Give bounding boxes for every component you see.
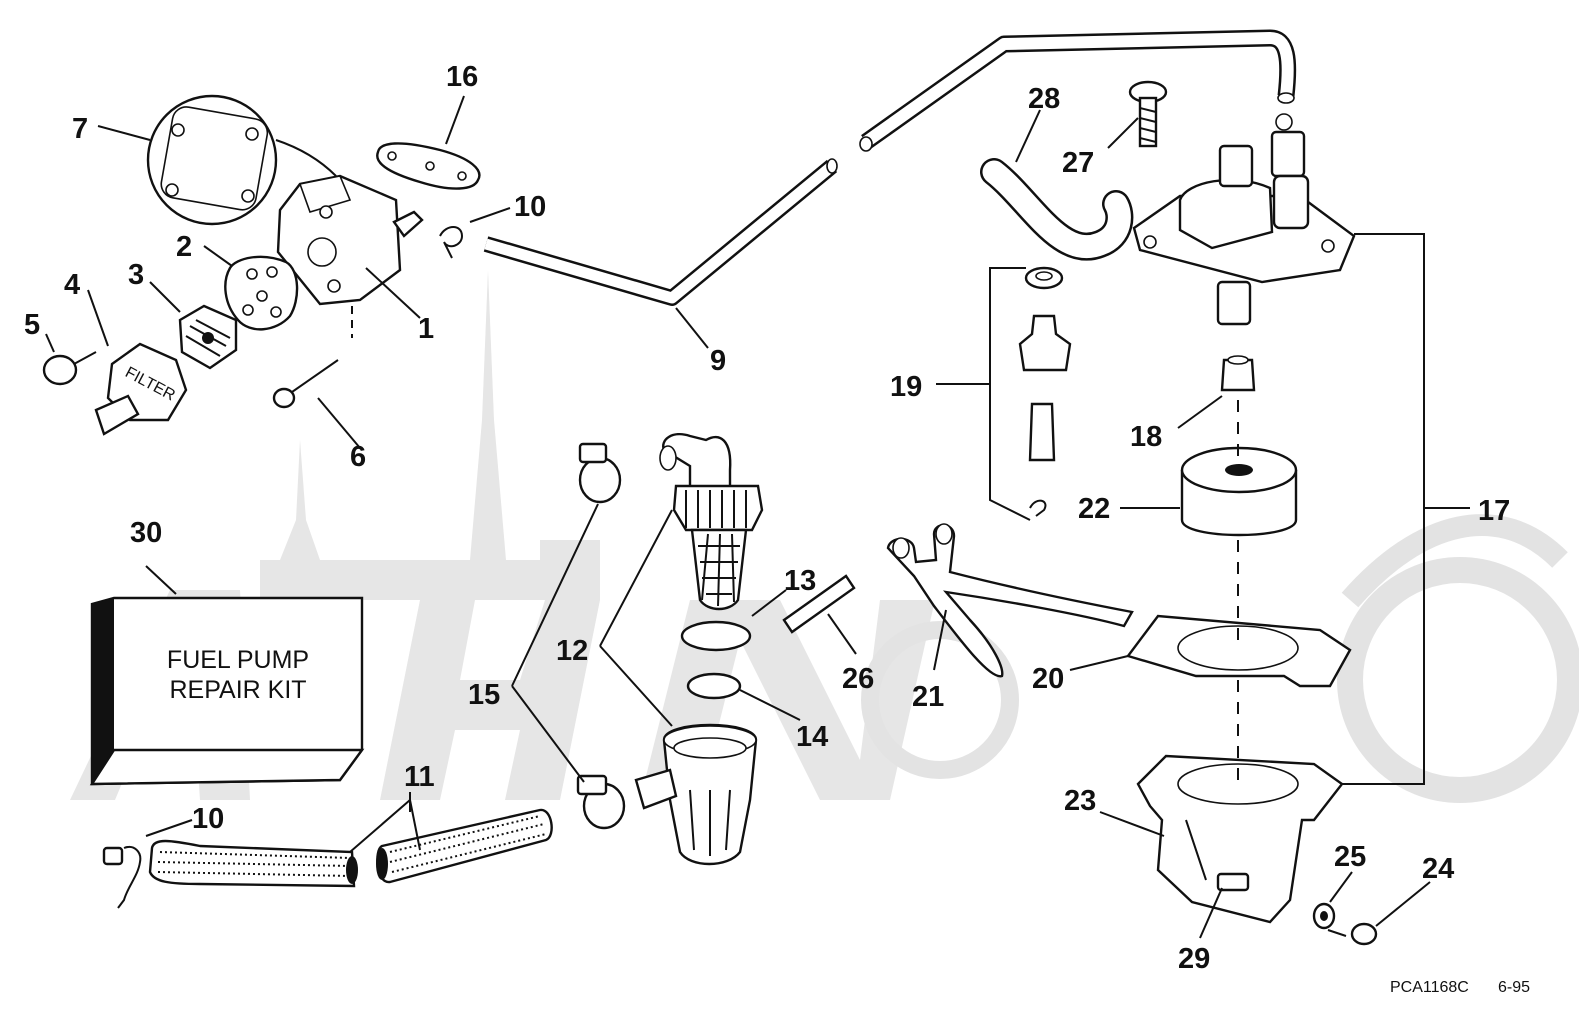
drawing-date: 6-95 xyxy=(1498,979,1530,996)
part-2-valve-plate xyxy=(224,255,299,331)
part-23-float-bowl xyxy=(1136,754,1344,924)
part-27-screw xyxy=(1128,80,1168,148)
part-6-bolt xyxy=(272,359,339,409)
top-hose xyxy=(859,29,1297,152)
part-26-pin xyxy=(782,574,856,634)
part-4-filter-cover: FILTER xyxy=(94,342,188,436)
part-9-hose xyxy=(483,158,838,306)
drawing-code: PCA1168C xyxy=(1390,979,1469,996)
part-12-filter-assembly xyxy=(634,433,764,866)
part-15-clamp-top xyxy=(578,442,622,504)
part-3-screen xyxy=(178,304,238,370)
callout-11: 11 xyxy=(404,761,435,793)
callout-4: 4 xyxy=(64,269,80,301)
part-10-clip-bottom xyxy=(102,846,142,909)
kit-label-line2: REPAIR KIT xyxy=(169,676,306,704)
callout-22: 22 xyxy=(1078,493,1110,525)
callout-17: 17 xyxy=(1478,495,1510,527)
callout-9: 9 xyxy=(710,345,726,377)
footer: PCA1168C 6-95 xyxy=(1390,979,1530,996)
callout-29: 29 xyxy=(1178,943,1210,975)
callout-25: 25 xyxy=(1334,841,1366,873)
part-16-gasket xyxy=(376,142,481,190)
callout-16: 16 xyxy=(446,61,478,93)
callout-6: 6 xyxy=(350,441,366,473)
part-30-repair-kit: FUEL PUMP REPAIR KIT xyxy=(89,596,365,786)
callout-19: 19 xyxy=(890,371,922,403)
part-24-drain-screw xyxy=(1327,922,1378,946)
part-28-curved-hose xyxy=(980,158,1134,261)
part-11-hoses xyxy=(148,808,553,888)
callout-24: 24 xyxy=(1422,853,1454,885)
leader-lines xyxy=(45,95,1470,939)
part-20-gasket xyxy=(1126,614,1352,688)
part-25-washer xyxy=(1312,902,1336,930)
callout-1: 1 xyxy=(418,313,434,345)
callouts: 1 2 3 4 5 6 7 9 10 10 11 12 13 14 15 16 … xyxy=(24,61,1510,975)
callout-21: 21 xyxy=(912,681,944,713)
callout-10-bottom: 10 xyxy=(192,803,224,835)
part-21-float-arm xyxy=(886,523,1134,678)
part-19-needle-seat xyxy=(989,266,1072,521)
callout-18: 18 xyxy=(1130,421,1162,453)
callout-7: 7 xyxy=(72,113,88,145)
callout-30: 30 xyxy=(130,517,162,549)
callout-28: 28 xyxy=(1028,83,1060,115)
callout-13: 13 xyxy=(784,565,816,597)
part-5-screw xyxy=(42,351,97,386)
callout-27: 27 xyxy=(1062,147,1094,179)
callout-23: 23 xyxy=(1064,785,1096,817)
part-1-pump-body xyxy=(276,174,424,338)
callout-10-top: 10 xyxy=(514,191,546,223)
part-18-jet xyxy=(1220,355,1256,392)
kit-label-line1: FUEL PUMP xyxy=(167,646,309,674)
part-14-seal xyxy=(686,672,742,700)
callout-3: 3 xyxy=(128,259,144,291)
part-17-cover xyxy=(1132,113,1356,326)
callout-12: 12 xyxy=(556,635,588,667)
part-22-float xyxy=(1180,446,1298,537)
callout-26: 26 xyxy=(842,663,874,695)
callout-2: 2 xyxy=(176,231,192,263)
callout-5: 5 xyxy=(24,309,40,341)
callout-15: 15 xyxy=(468,679,500,711)
part-10-clip-top xyxy=(439,226,464,259)
part-13-seal xyxy=(680,620,752,652)
part-7-diaphragm xyxy=(146,94,337,226)
callout-20: 20 xyxy=(1032,663,1064,695)
part-15-clamp-bottom xyxy=(576,774,626,830)
callout-14: 14 xyxy=(796,721,828,753)
